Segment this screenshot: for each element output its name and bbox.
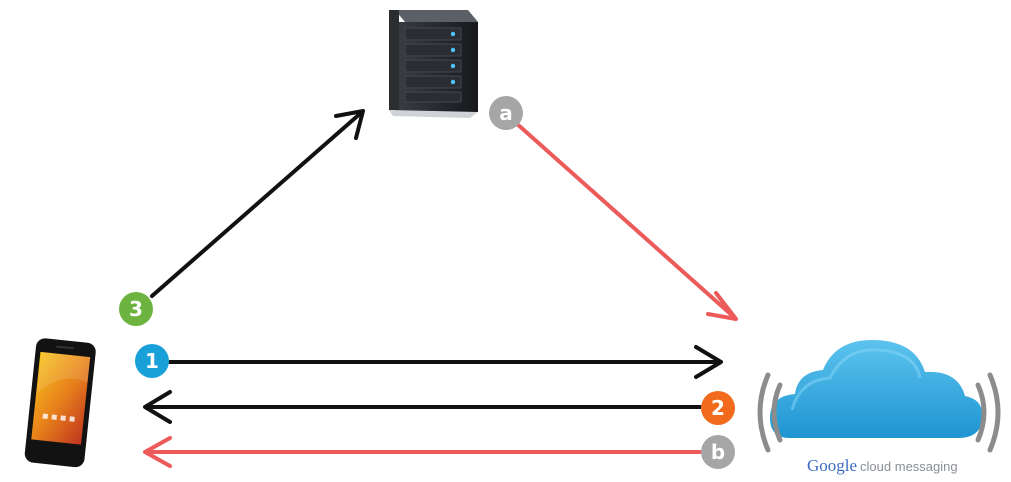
arrow-b-cloud-to-phone bbox=[143, 436, 702, 468]
arrow-1-phone-to-cloud bbox=[168, 345, 723, 379]
badge-2-circle bbox=[701, 391, 735, 425]
badge-b: b bbox=[701, 435, 735, 469]
badge-1-circle bbox=[135, 344, 169, 378]
badge-a-circle bbox=[489, 96, 523, 130]
svg-text:b: b bbox=[711, 440, 725, 464]
badge-2: 2 bbox=[701, 391, 735, 425]
signal-left-icon bbox=[757, 372, 783, 453]
badge-b-circle bbox=[701, 435, 735, 469]
svg-text:1: 1 bbox=[145, 349, 159, 373]
badge-3-circle bbox=[119, 292, 153, 326]
badge-a: a bbox=[489, 96, 523, 130]
badge-3: 3 bbox=[119, 292, 153, 326]
server-icon bbox=[389, 10, 478, 118]
gcm-caption-brand: Google bbox=[807, 456, 858, 475]
phone-icon bbox=[24, 338, 96, 468]
cloud-icon bbox=[770, 340, 983, 438]
svg-text:3: 3 bbox=[129, 297, 143, 321]
svg-text:a: a bbox=[499, 101, 513, 125]
badge-1: 1 bbox=[135, 344, 169, 378]
arrow-a-server-to-cloud bbox=[514, 121, 738, 321]
arrow-2-cloud-to-phone bbox=[143, 390, 702, 424]
arrow-3-phone-to-server bbox=[150, 109, 365, 298]
gcm-caption-text: cloud messaging bbox=[860, 459, 958, 474]
svg-text:2: 2 bbox=[711, 396, 725, 420]
signal-right-icon bbox=[975, 372, 1001, 453]
